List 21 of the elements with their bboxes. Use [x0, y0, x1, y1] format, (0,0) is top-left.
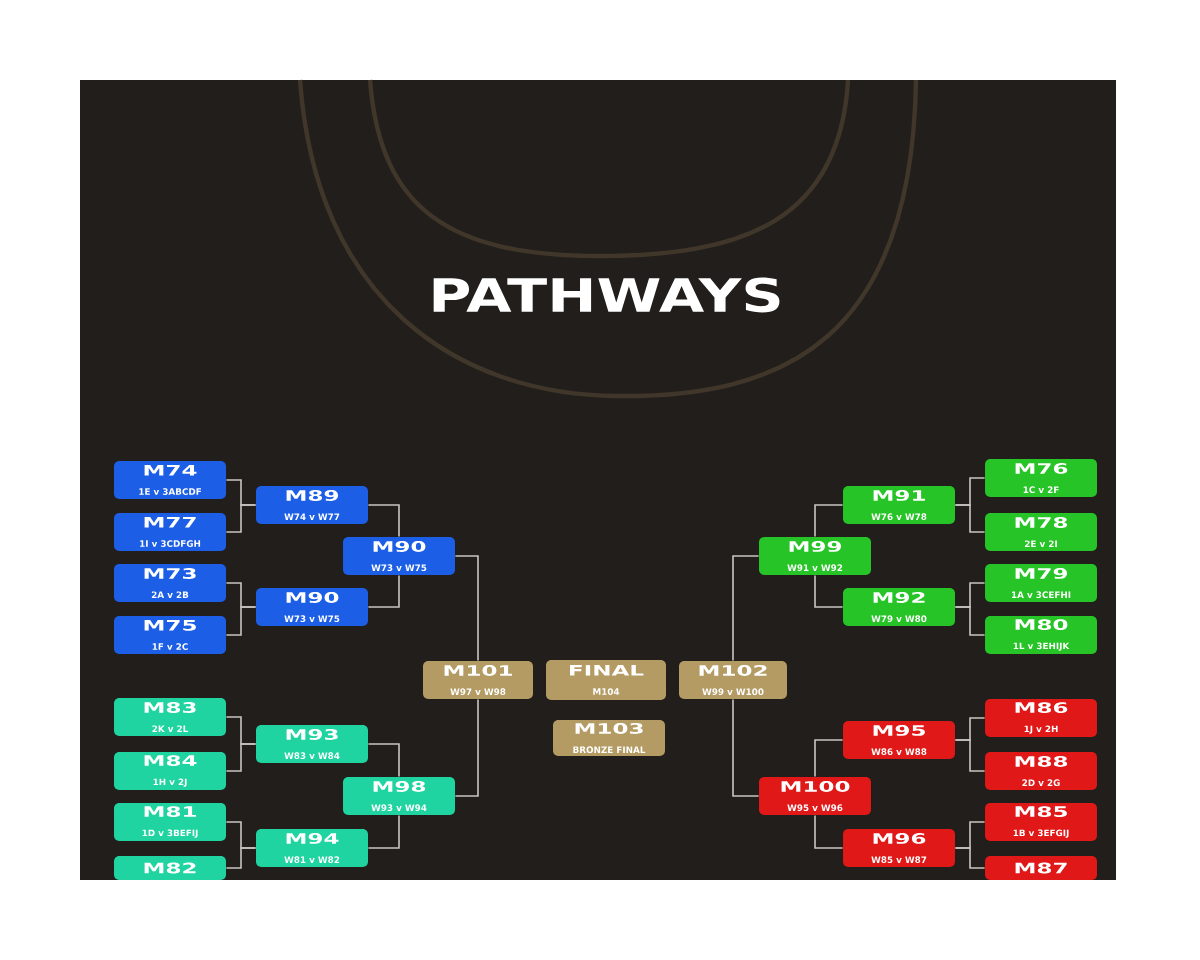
bracket-line: [367, 574, 400, 608]
bracket-line: [814, 574, 844, 608]
bracket-line: [225, 743, 257, 772]
bracket-line: [454, 698, 479, 797]
bracket-line: [732, 698, 760, 797]
bracket-line: [225, 847, 257, 869]
bracket-line: [732, 555, 760, 662]
bracket-line: [954, 847, 986, 869]
bracket-line: [367, 504, 400, 538]
bracket-line: [954, 504, 986, 533]
bracket-line: [814, 739, 844, 778]
bracket-line: [367, 743, 400, 778]
bracket-line: [954, 739, 986, 772]
bracket-line: [954, 606, 986, 636]
bracket-line: [367, 814, 400, 849]
bracket-line: [225, 606, 257, 636]
bracket-line: [225, 504, 257, 533]
bracket-line: [454, 555, 479, 662]
bracket-line: [814, 814, 844, 849]
bracket-line: [814, 504, 844, 538]
title: PATHWAYS: [433, 277, 780, 313]
